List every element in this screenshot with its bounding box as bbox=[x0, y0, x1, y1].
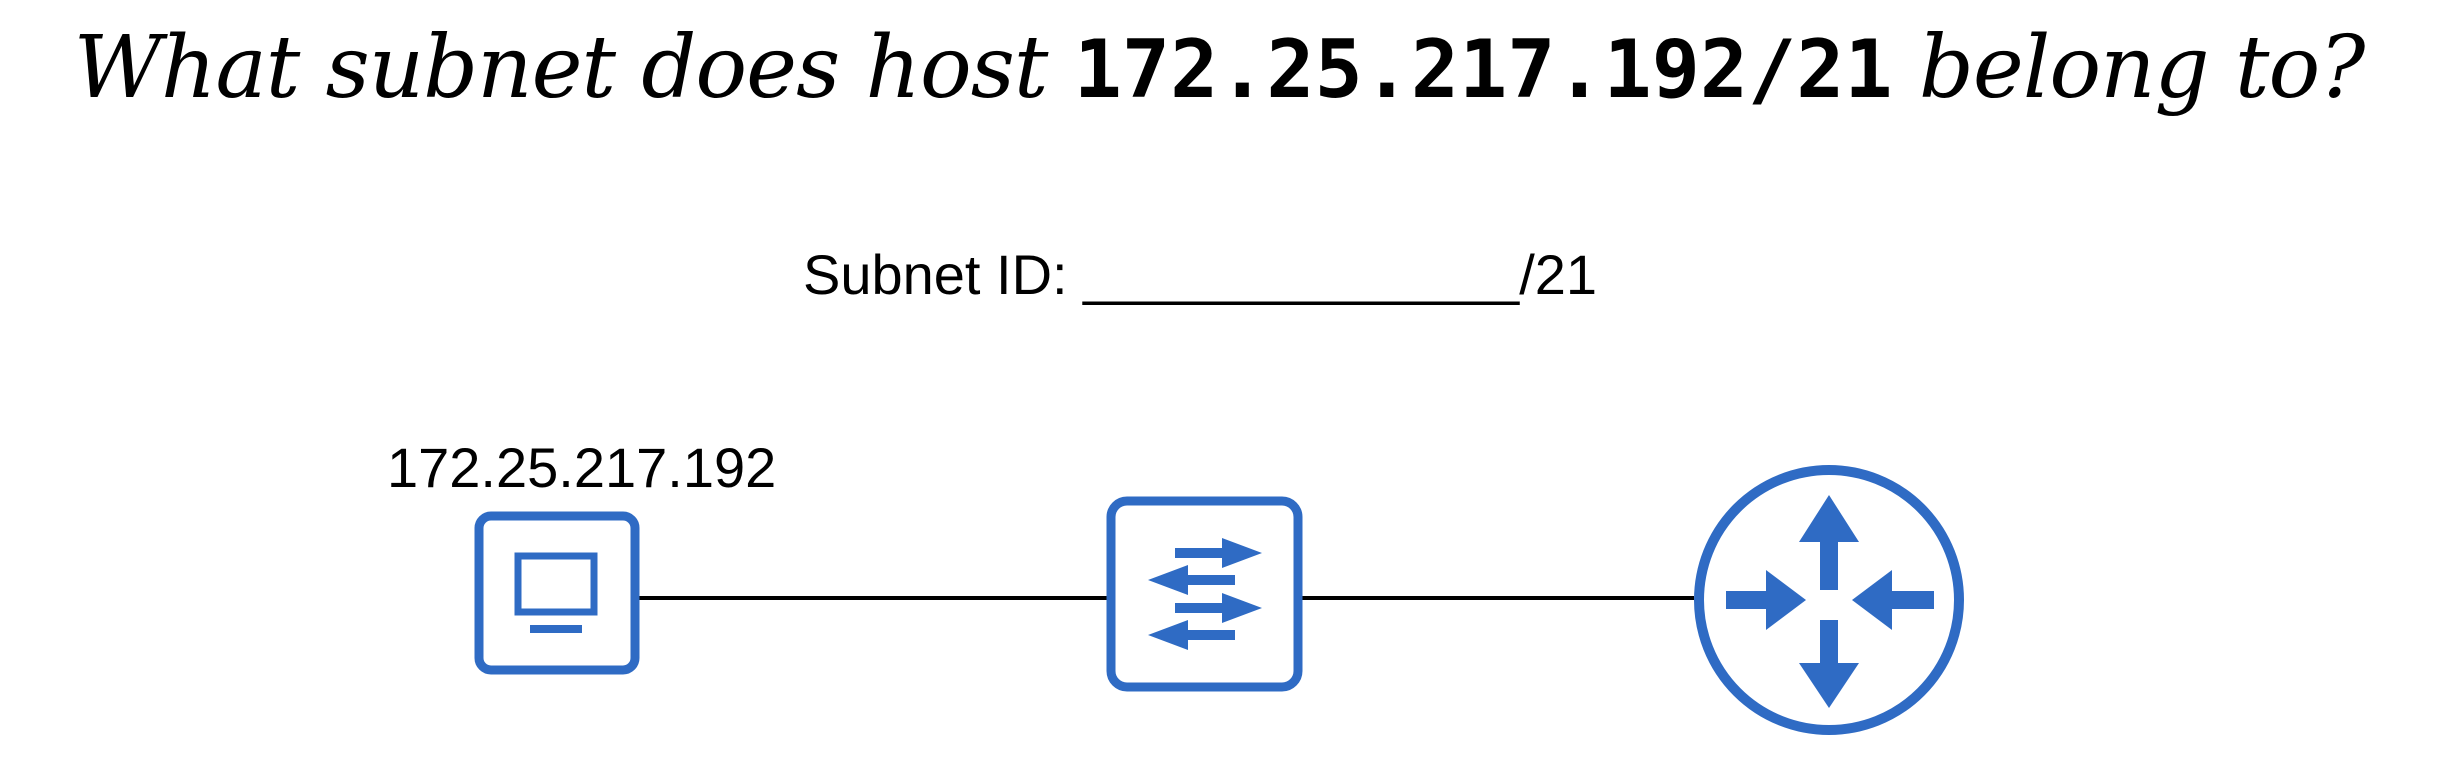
question-ip: 172.25.217.192/21 bbox=[1073, 23, 1893, 116]
question-prefix: What subnet does host bbox=[73, 18, 1074, 118]
switch-icon bbox=[1106, 496, 1303, 692]
question-suffix: belong to? bbox=[1892, 18, 2365, 118]
router-icon bbox=[1694, 465, 1964, 735]
question-title: What subnet does host 172.25.217.192/21 … bbox=[0, 18, 2438, 118]
host-ip-label: 172.25.217.192 bbox=[387, 436, 777, 499]
pc-icon bbox=[474, 511, 640, 675]
subnet-id-answer-line: Subnet ID: ______________/21 bbox=[803, 243, 1598, 306]
